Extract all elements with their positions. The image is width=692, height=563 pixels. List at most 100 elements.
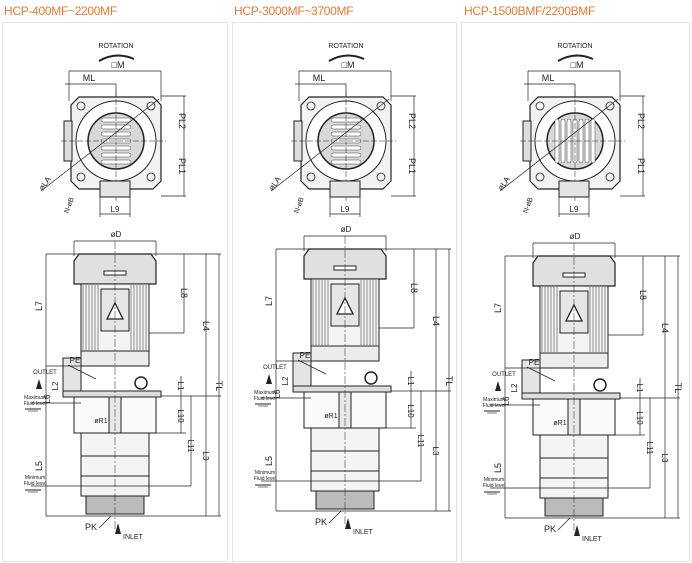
label-min2: Fluid level <box>254 476 277 482</box>
label-tl: TL <box>673 383 683 394</box>
label-l8: L8 <box>179 288 189 298</box>
bolt-hole <box>76 172 86 182</box>
mounting-plate <box>521 392 621 400</box>
bolt-hole <box>535 101 545 111</box>
label-pl1: PL1 <box>177 158 187 174</box>
terminal-box <box>99 180 131 198</box>
label-outlet: OUTLET <box>492 372 516 378</box>
label-max1: Maximum <box>24 395 46 401</box>
rotation-arrow-icon <box>328 54 365 62</box>
label-l1: L1 <box>176 382 185 391</box>
bolt-hole <box>306 172 316 182</box>
label-outlet: OUTLET <box>263 365 287 371</box>
label-l1: L1 <box>635 384 644 393</box>
label-min1: Minimum <box>255 470 275 476</box>
outlet-arrow-icon <box>266 374 272 384</box>
label-inlet: INLET <box>353 529 374 536</box>
label-l6: L6 <box>273 389 282 398</box>
label-pk: PK <box>85 522 97 532</box>
label-rotation: ROTATION <box>328 43 363 50</box>
label-pe: PE <box>529 358 540 367</box>
label-l7: L7 <box>34 301 44 311</box>
lifting-ring <box>134 376 148 390</box>
dimension-line <box>328 510 342 524</box>
bolt-hole <box>376 101 386 111</box>
lifting-ring <box>364 371 378 385</box>
bolt-hole <box>146 172 156 182</box>
label-l8: L8 <box>409 283 419 293</box>
dimension-line <box>297 359 327 375</box>
dimension-line <box>40 98 160 192</box>
label-nb: N-øB <box>294 196 306 214</box>
label-max2: Fluid level <box>483 403 506 409</box>
label-ml: ML <box>542 73 555 83</box>
label-l6: L6 <box>43 394 52 403</box>
label-l8: L8 <box>638 290 648 300</box>
label-pk: PK <box>315 517 327 527</box>
label-pk: PK <box>544 524 556 534</box>
bolt-hole <box>535 172 545 182</box>
label-l5: L5 <box>264 456 274 466</box>
label-pl1: PL1 <box>407 158 417 174</box>
bolt-hole <box>605 172 615 182</box>
label-tl: TL <box>214 381 224 392</box>
label-d: øD <box>570 232 581 241</box>
label-inlet: INLET <box>123 534 144 541</box>
lifting-ring <box>593 378 607 392</box>
label-l10: L10 <box>176 409 185 423</box>
title-hcp-400mf: HCP-400MF~2200MF <box>4 4 117 18</box>
label-pe: PE <box>70 356 81 365</box>
label-l4: L4 <box>201 321 211 331</box>
rotation-arrow-icon <box>98 54 135 62</box>
label-min1: Minimum <box>25 475 45 481</box>
terminal-box <box>558 180 590 198</box>
bolt-hole <box>605 101 615 111</box>
label-rotation: ROTATION <box>557 43 592 50</box>
label-l10: L10 <box>406 404 415 418</box>
label-l7: L7 <box>264 296 274 306</box>
inlet-arrow-icon <box>574 525 580 536</box>
label-max1: Maximum <box>254 390 276 396</box>
dimension-line <box>98 515 112 529</box>
title-hcp-1500bmf: HCP-1500BMF/2200BMF <box>464 4 596 18</box>
terminal-box <box>329 180 361 198</box>
label-r1: øR1 <box>324 413 337 420</box>
label-pl2: PL2 <box>407 113 417 129</box>
label-l11: L11 <box>645 442 654 455</box>
label-ml: ML <box>313 73 326 83</box>
label-d: øD <box>341 225 352 234</box>
label-inlet: INLET <box>582 536 603 543</box>
label-max1: Maximum <box>483 397 505 403</box>
inlet-arrow-icon <box>345 518 351 529</box>
label-l10: L10 <box>635 411 644 425</box>
dimension-line <box>499 98 619 192</box>
bolt-hole <box>306 101 316 111</box>
label-ml: ML <box>83 73 96 83</box>
label-max2: Fluid level <box>254 396 277 402</box>
bolt-hole <box>76 101 86 111</box>
label-l6: L6 <box>502 396 511 405</box>
label-nb: N-øB <box>64 196 76 214</box>
dimension-line <box>270 98 390 192</box>
label-outlet: OUTLET <box>33 370 57 376</box>
label-l2: L2 <box>281 376 290 385</box>
label-l5: L5 <box>34 461 44 471</box>
bolt-hole <box>376 172 386 182</box>
dimension-line <box>526 366 556 382</box>
rotation-arrow-icon <box>557 54 594 62</box>
dimension-line <box>557 517 571 531</box>
label-rotation: ROTATION <box>98 43 133 50</box>
label-l5: L5 <box>493 463 503 473</box>
label-l7: L7 <box>493 303 503 313</box>
bolt-hole <box>146 101 156 111</box>
outlet-arrow-icon <box>495 381 501 391</box>
dimension-line <box>67 364 97 380</box>
label-l4: L4 <box>431 316 441 326</box>
label-pl1: PL1 <box>636 158 646 174</box>
label-l9: L9 <box>570 205 579 214</box>
